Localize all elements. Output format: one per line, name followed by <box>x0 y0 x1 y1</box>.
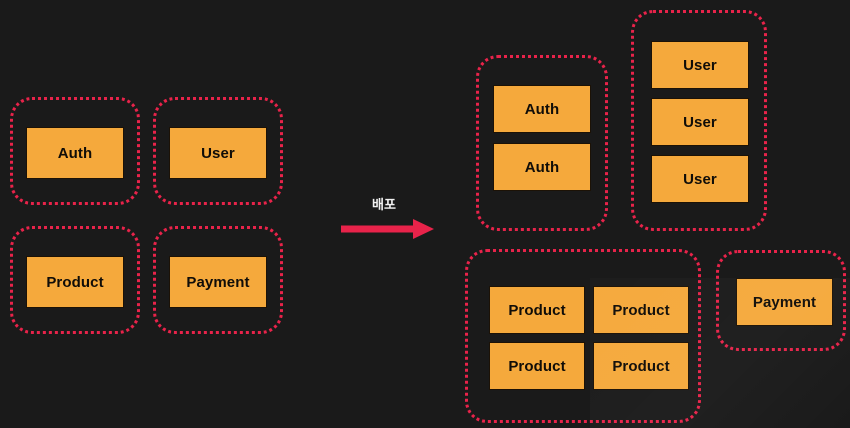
service-box-payment-1[interactable]: Payment <box>736 278 833 326</box>
pod-after-user[interactable]: User User User <box>631 10 767 231</box>
service-box-product-3[interactable]: Product <box>489 342 585 390</box>
service-box-user[interactable]: User <box>169 127 267 179</box>
pod-before-payment[interactable]: Payment <box>153 226 283 334</box>
service-box-user-2[interactable]: User <box>651 98 749 146</box>
pod-after-payment[interactable]: Payment <box>716 250 846 351</box>
service-box-product-4[interactable]: Product <box>593 342 689 390</box>
pod-before-user[interactable]: User <box>153 97 283 205</box>
service-box-payment[interactable]: Payment <box>169 256 267 308</box>
deploy-label: 배포 <box>372 197 396 212</box>
service-box-user-3[interactable]: User <box>651 155 749 203</box>
service-box-product-1[interactable]: Product <box>489 286 585 334</box>
pod-after-product[interactable]: Product Product Product Product <box>465 249 701 423</box>
pod-after-auth[interactable]: Auth Auth <box>476 55 608 231</box>
service-box-auth-1[interactable]: Auth <box>493 85 591 133</box>
service-box-product-2[interactable]: Product <box>593 286 689 334</box>
arrow-right-icon <box>341 219 434 239</box>
service-box-auth[interactable]: Auth <box>26 127 124 179</box>
pod-before-product[interactable]: Product <box>10 226 140 334</box>
service-box-auth-2[interactable]: Auth <box>493 143 591 191</box>
service-box-user-1[interactable]: User <box>651 41 749 89</box>
service-box-product[interactable]: Product <box>26 256 124 308</box>
pod-before-auth[interactable]: Auth <box>10 97 140 205</box>
